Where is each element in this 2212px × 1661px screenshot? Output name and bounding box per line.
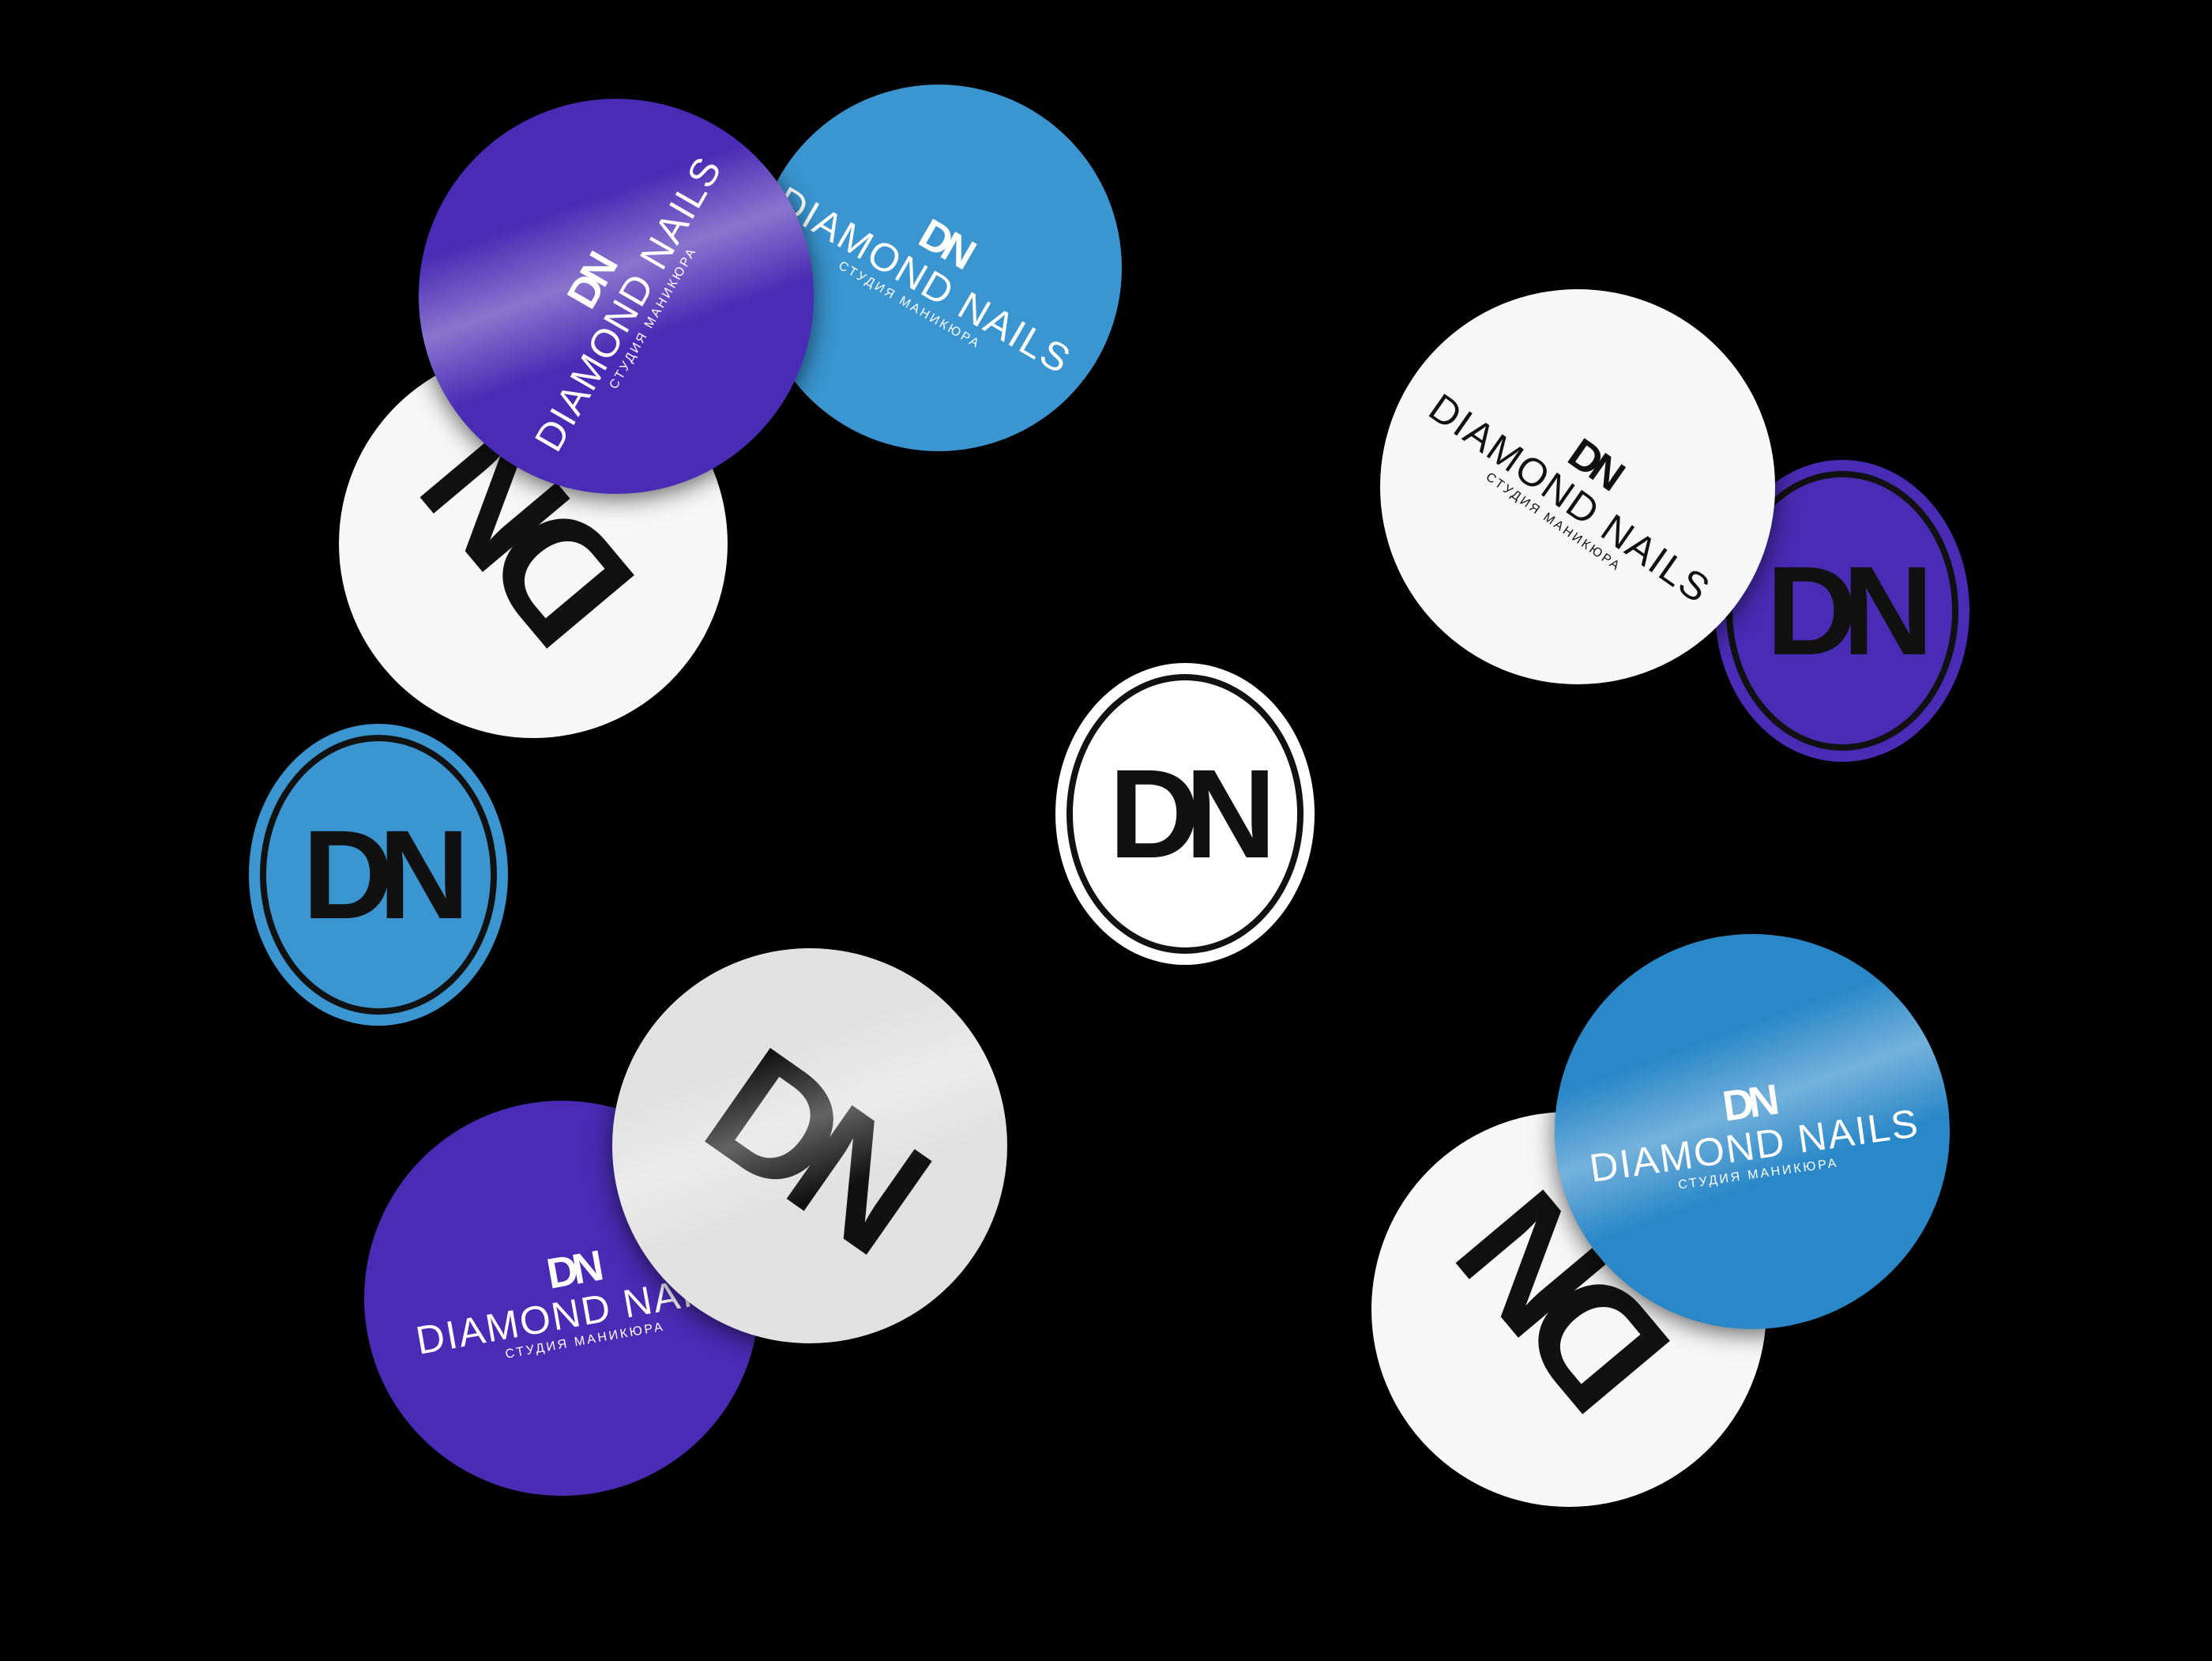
oval-border (260, 735, 497, 1015)
sticker-blue-oval-monogram: DN (249, 724, 508, 1026)
brand-name: DIAMOND NAILS (525, 148, 731, 458)
monogram-logo: DN (1719, 1075, 1778, 1131)
sticker-white-logo-right: DN DIAMOND NAILS СТУДИЯ МАНИКЮРА (1380, 289, 1775, 684)
sticker-blue-logo-bottom: DN DIAMOND NAILS СТУДИЯ МАНИКЮРА (1555, 934, 1950, 1329)
oval-border (1066, 674, 1304, 954)
brand-name: DIAMOND NAILS (769, 177, 1079, 382)
sticker-purple-oval-monogram: DN (1715, 460, 1969, 762)
monogram-logo: DN (675, 1011, 946, 1279)
sticker-purple-logo-top: DN DIAMOND NAILS СТУДИЯ МАНИКЮРА (419, 99, 814, 494)
sticker-white-oval-monogram: DN (1055, 663, 1315, 965)
sticker-blue-logo-top: DN DIAMOND NAILS СТУДИЯ МАНИКЮРА (755, 85, 1122, 451)
brand-name: DIAMOND NAILS (1420, 384, 1719, 612)
sticker-grey-monogram: DN (612, 948, 1007, 1343)
